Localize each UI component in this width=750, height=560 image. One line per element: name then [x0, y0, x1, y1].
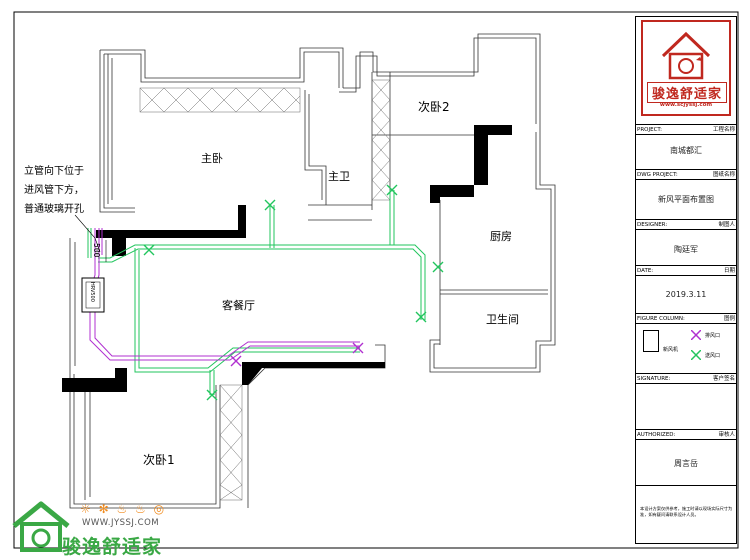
legend-exhaust-icon: [691, 330, 701, 340]
title-row-project: PROJECT: 工程名称 南城都汇: [635, 124, 737, 170]
hrv-unit-label: HRV500: [89, 282, 95, 302]
title-row-dwg: DWG PROJECT: 图纸名称 新风平面布置图: [635, 170, 737, 220]
dwg-label-cn: 图纸名称: [712, 172, 735, 178]
room-label-second-bedroom-2: 次卧2: [418, 100, 450, 114]
figure-label: FIGURE COLUMN:: [637, 316, 685, 322]
room-label-master-bath: 主卫: [328, 170, 350, 183]
auth-value: 周言岳: [674, 459, 698, 468]
annotation-line-3: 普通玻璃开孔: [24, 204, 84, 215]
title-row-authorized: AUTHORIZED: 审核人 周言岳: [635, 430, 737, 486]
room-label-bathroom: 卫生间: [486, 313, 519, 326]
exhaust-outlets: [230, 342, 364, 367]
room-label-kitchen: 厨房: [490, 230, 512, 243]
supply-duct: [87, 190, 426, 395]
signature-label-cn: 客户签名: [712, 376, 735, 382]
figure-label-cn: 图例: [723, 316, 735, 322]
title-row-signature: SIGNATURE: 客户签名: [635, 374, 737, 430]
signature-label: SIGNATURE:: [637, 376, 671, 382]
riser-annotation: 立管向下位于 进风管下方， 普通玻璃开孔: [24, 162, 84, 219]
supply-outlet: [143, 244, 155, 256]
supply-outlets: [143, 184, 444, 401]
walls-outline: [69, 33, 556, 509]
exhaust-outlet: [230, 355, 242, 367]
date-value: 2019.3.11: [665, 290, 707, 299]
title-note: 本设计方案仅供参考，施工时请以现场实际尺寸为准，如有疑问请联系设计人员。: [640, 506, 733, 517]
title-row-designer: DESIGNER: 制图人 陶廷军: [635, 220, 737, 266]
wardrobe-hatch: [139, 79, 391, 501]
watermark-url: WWW.JYSSJ.COM: [82, 518, 160, 528]
annotation-leader: [74, 214, 101, 253]
designer-value: 陶廷军: [674, 245, 698, 254]
brand-logo-url: www.scjyssj.com: [659, 102, 713, 108]
supply-outlet: [386, 184, 398, 196]
auth-label: AUTHORIZED:: [637, 432, 676, 438]
watermark-brand: 骏逸舒适家: [62, 536, 163, 558]
auth-label-cn: 审核人: [718, 432, 735, 438]
project-label-cn: 工程名称: [712, 127, 735, 133]
annotation-line-1: 立管向下位于: [24, 166, 84, 177]
designer-label: DESIGNER:: [637, 222, 668, 228]
dimension-label: 500: [92, 243, 101, 258]
legend-exhaust-label: 排风口: [705, 333, 721, 339]
brand-logo-box: 骏逸舒适家 www.scjyssj.com: [641, 20, 731, 116]
room-label-living-dining: 客餐厅: [222, 299, 255, 312]
supply-outlet: [415, 311, 427, 323]
watermark-icons: ☼ ✻ ♨ ♨ ◎: [80, 502, 167, 516]
structural-walls: [62, 125, 512, 392]
legend-unit-label: 新风机: [663, 347, 679, 353]
supply-outlet: [206, 389, 218, 401]
room-label-second-bedroom-1: 次卧1: [143, 453, 175, 467]
supply-outlet: [264, 199, 276, 211]
legend-supply-label: 送风口: [705, 353, 721, 359]
title-block: [635, 16, 737, 544]
title-row-date: DATE: 日期 2019.3.11: [635, 266, 737, 314]
hrv-unit: [81, 277, 105, 313]
drawing-frame: [13, 11, 739, 549]
legend-unit-icon: [643, 330, 659, 352]
designer-label-cn: 制图人: [718, 222, 735, 228]
brand-logo-text: 骏逸舒适家: [647, 82, 727, 103]
house-icon: [661, 31, 711, 80]
project-value: 南城都汇: [670, 146, 702, 155]
title-row-legend: FIGURE COLUMN: 图例 新风机 排风口 送风口: [635, 314, 737, 374]
legend-supply-icon: [691, 350, 701, 360]
date-label-cn: 日期: [723, 268, 735, 274]
watermark-house-icon: [12, 501, 70, 552]
date-label: DATE:: [637, 268, 654, 274]
dwg-value: 新风平面布置图: [658, 195, 714, 204]
exhaust-outlet: [352, 342, 364, 354]
annotation-line-2: 进风管下方，: [24, 185, 84, 196]
supply-outlet: [432, 261, 444, 273]
dwg-label: DWG PROJECT:: [637, 172, 678, 178]
room-label-master-bedroom: 主卧: [201, 152, 223, 165]
project-label: PROJECT:: [637, 127, 663, 133]
